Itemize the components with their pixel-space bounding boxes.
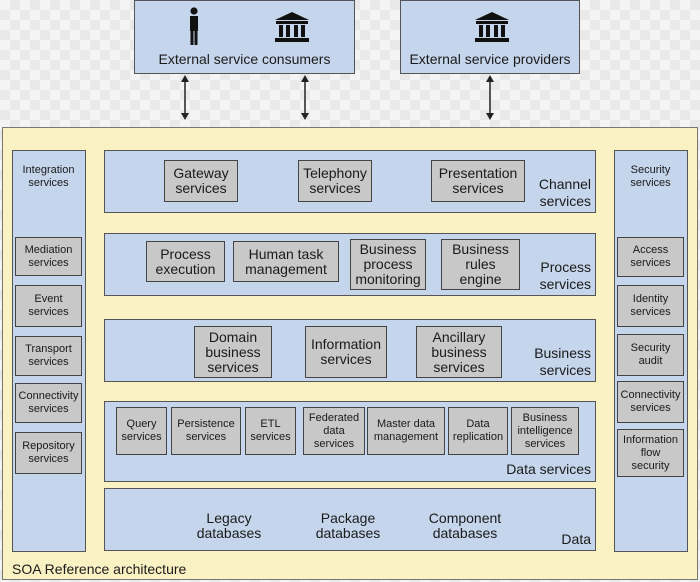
information-flow-security-box: Information flow security [617,429,684,477]
security-audit-box: Security audit [617,334,684,376]
domain-business-services-box: Domain business services [194,326,272,378]
integration-services-title: Integration services [22,164,75,189]
data-services-layer: Query services Persistence services ETL … [104,401,596,482]
data-services-label: Data services [506,461,591,477]
security-services-column: Security services Access services Identi… [614,150,688,552]
ancillary-business-services-box: Ancillary business services [416,326,502,378]
gateway-services-box: Gateway services [164,160,238,202]
human-task-management-box: Human task management [233,241,339,282]
package-databases-label: Package databases [315,510,381,541]
telephony-services-box: Telephony services [298,160,372,202]
person-icon [190,7,198,45]
process-services-layer: Process execution Human task management … [104,233,596,296]
security-services-title: Security services [630,164,671,189]
bank-icon [475,12,509,42]
etl-services-box: ETL services [245,407,296,455]
information-services-box: Information services [305,326,387,378]
component-databases-label: Component databases [428,510,502,541]
bank-icon [275,12,309,42]
master-data-management-box: Master data management [367,407,445,455]
frame-label: SOA Reference architecture [12,561,187,577]
mediation-services-box: Mediation services [15,237,82,276]
access-services-box: Access services [617,237,684,277]
persistence-services-box: Persistence services [171,407,241,455]
external-providers-box: External service providers [400,0,580,74]
process-services-label: Process services [539,259,591,292]
business-intelligence-services-box: Business intelligence services [511,407,579,455]
business-services-label: Business services [534,345,591,378]
connectivity-services-box: Connectivity services [15,383,82,423]
query-services-box: Query services [116,407,167,455]
business-services-layer: Domain business services Information ser… [104,319,596,382]
data-label: Data [561,531,591,547]
identity-services-box: Identity services [617,285,684,327]
external-consumers-box: External service consumers [134,0,355,74]
channel-services-label: Channel services [538,176,591,209]
process-execution-box: Process execution [146,241,225,282]
data-layer: Legacy databases Package databases Compo… [104,488,596,551]
data-replication-box: Data replication [448,407,508,455]
transport-services-box: Transport services [15,336,82,376]
integration-services-column: Integration services Mediation services … [12,150,86,552]
business-process-monitoring-box: Business process monitoring [350,239,426,290]
external-consumers-label: External service consumers [158,51,331,67]
connectivity-services-box: Connectivity services [617,381,684,423]
business-rules-engine-box: Business rules engine [441,239,520,290]
event-services-box: Event services [15,285,82,327]
repository-services-box: Repository services [15,432,82,474]
external-providers-label: External service providers [409,51,571,67]
presentation-services-box: Presentation services [431,160,525,202]
bidirectional-arrow-icon [181,75,189,120]
federated-data-services-box: Federated data services [303,407,365,455]
channel-services-layer: Gateway services Telephony services Pres… [104,150,596,213]
bidirectional-arrow-icon [486,75,494,120]
legacy-databases-label: Legacy databases [196,510,262,541]
bidirectional-arrow-icon [301,75,309,120]
